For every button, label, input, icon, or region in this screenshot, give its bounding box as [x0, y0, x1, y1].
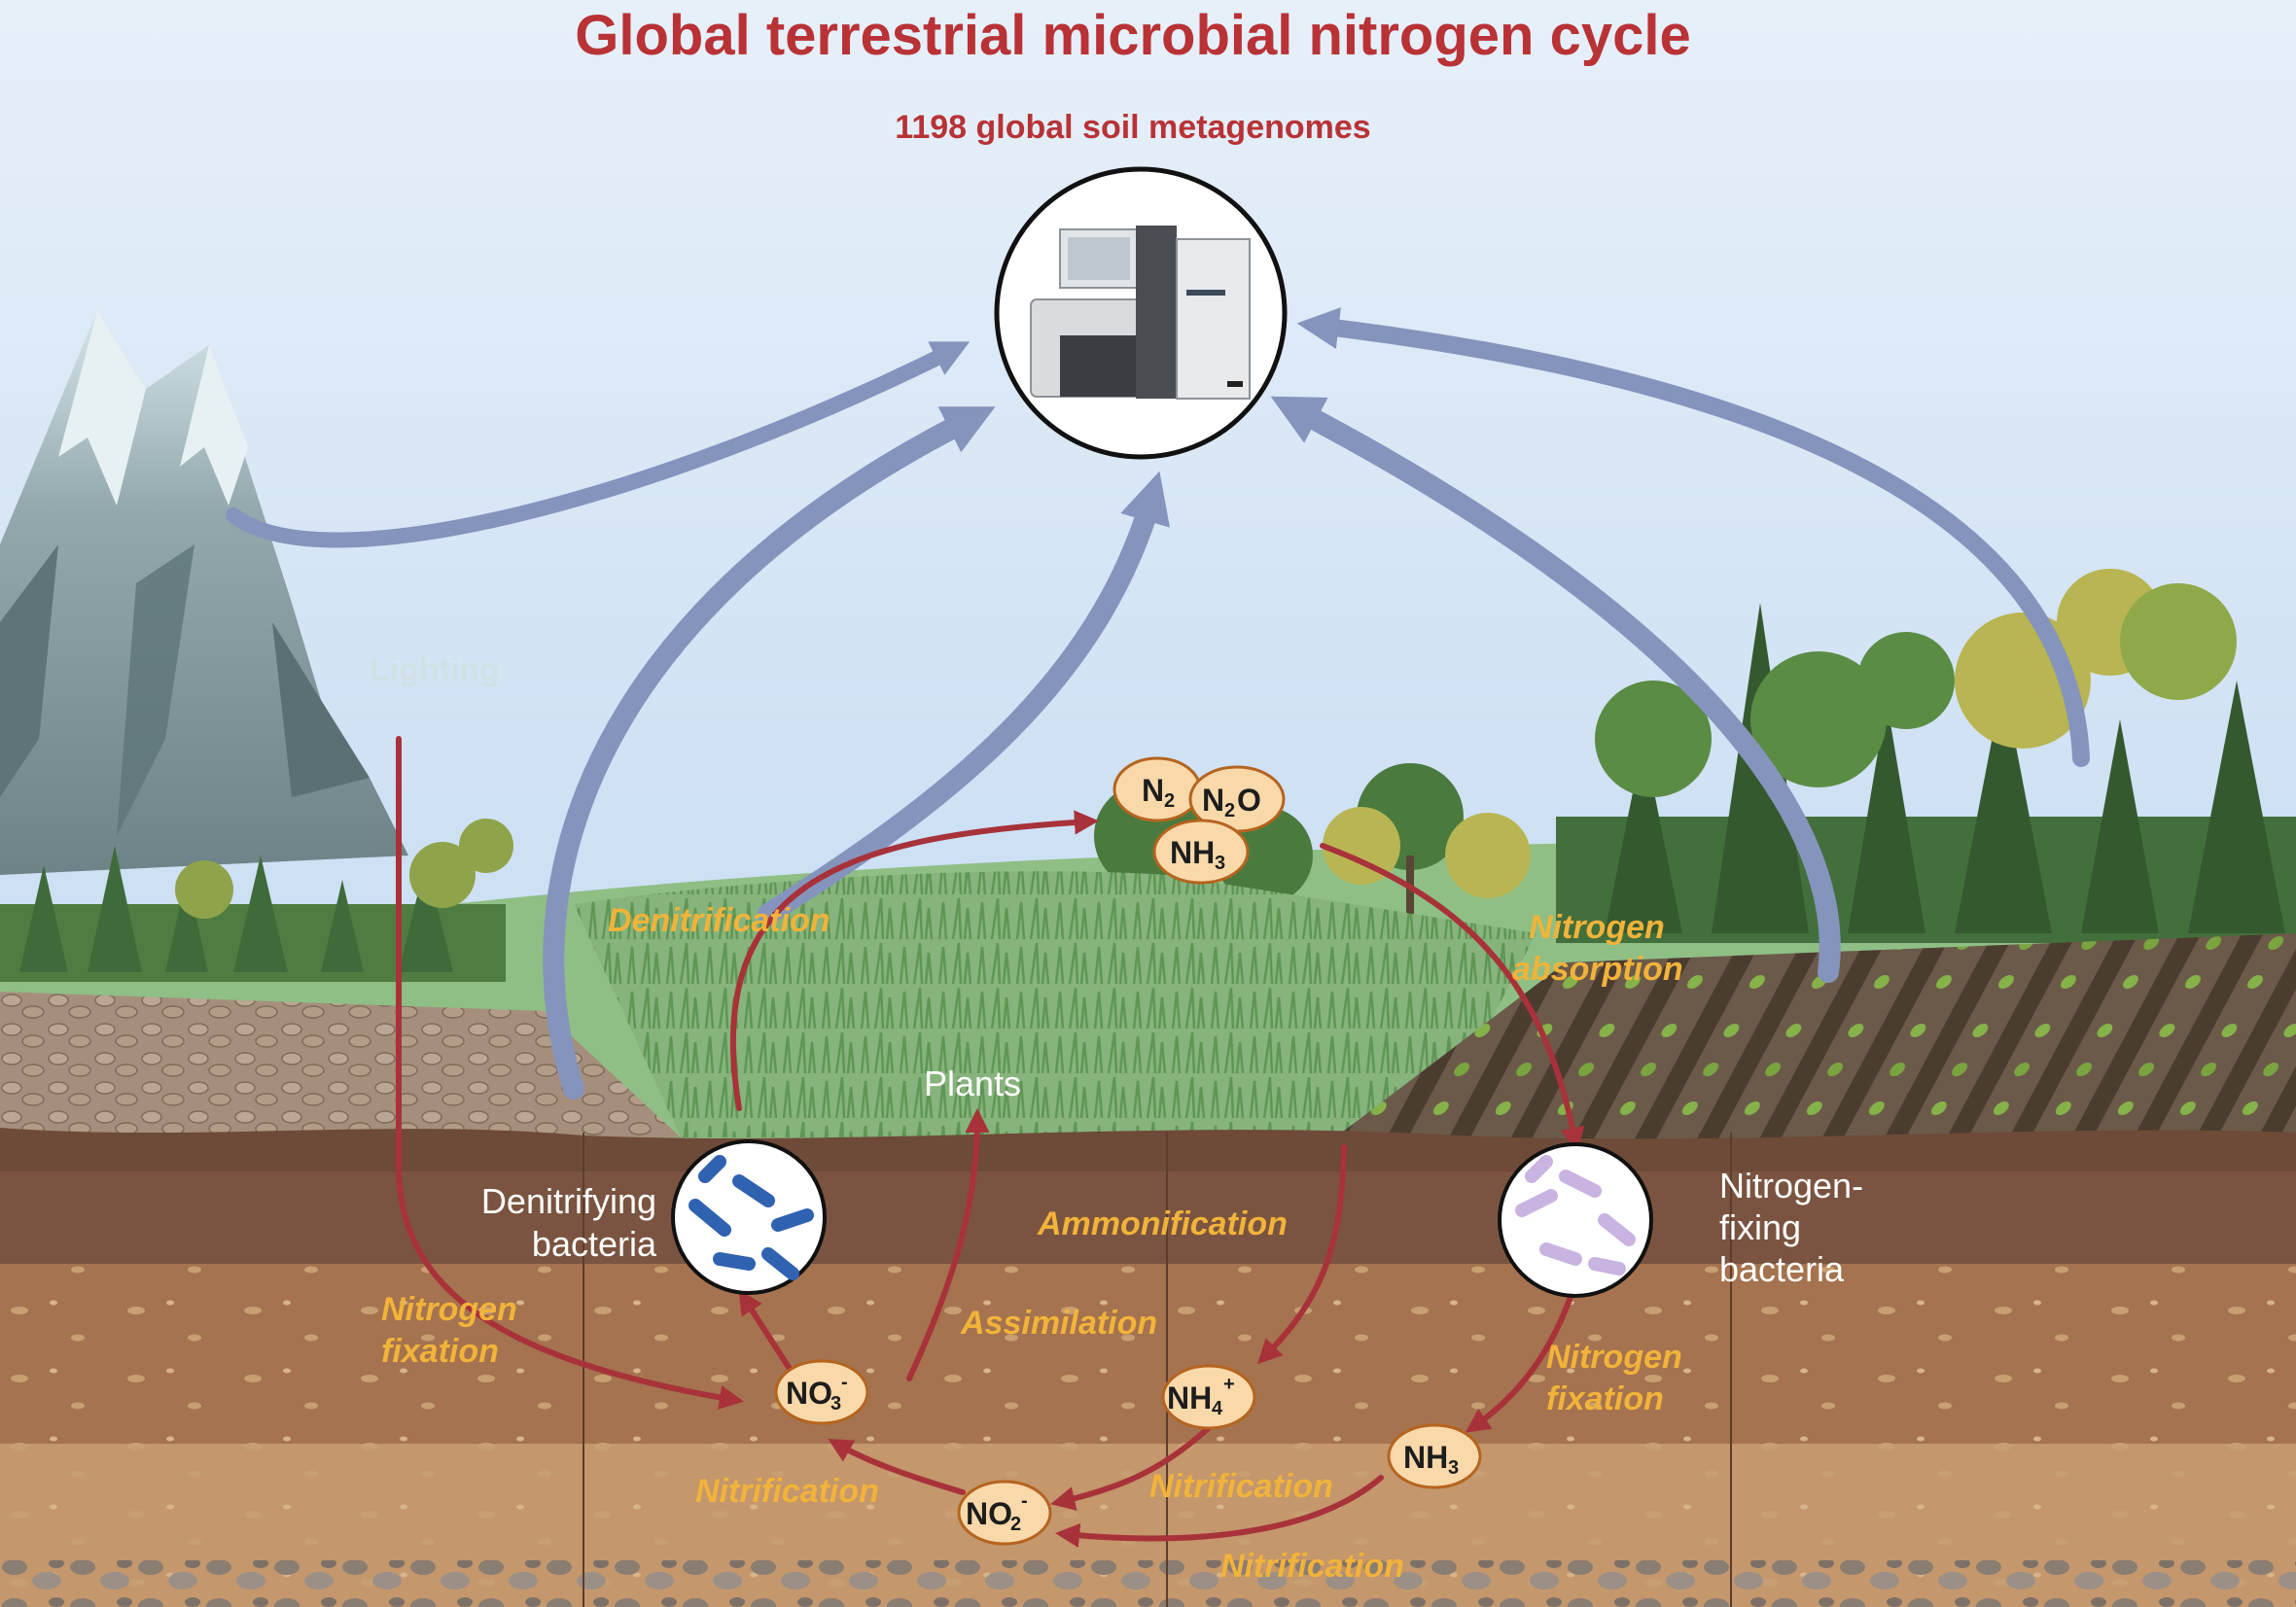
label-denitrifying-1: Denitrifying	[481, 1181, 656, 1221]
svg-text:2: 2	[1224, 800, 1235, 821]
svg-text:NO: NO	[966, 1496, 1012, 1531]
label-nitrogen-fixation-left-1: Nitrogen	[381, 1291, 517, 1328]
flow-arrow-barren	[543, 406, 996, 1100]
arrow-nitrification-no2	[828, 1439, 966, 1495]
label-denitrifying-2: bacteria	[532, 1224, 657, 1264]
forest-icon	[0, 569, 2296, 982]
arrow-nitrogen-absorption	[1320, 843, 1585, 1152]
svg-text:3: 3	[1215, 853, 1225, 874]
svg-text:2: 2	[1010, 1514, 1021, 1535]
sample-flow-arrows	[226, 307, 2090, 1100]
flow-arrow-forest	[1296, 307, 2090, 767]
label-nitrogen-fixing-3: bacteria	[1719, 1249, 1845, 1289]
svg-text:O: O	[1237, 783, 1261, 818]
label-nitrification-left: Nitrification	[695, 1473, 879, 1510]
label-ammonification: Ammonification	[1037, 1205, 1288, 1242]
compound-nh3-soil: NH 3	[1387, 1423, 1482, 1489]
svg-text:2: 2	[1164, 790, 1175, 812]
svg-text:-: -	[841, 1372, 848, 1393]
flow-arrow-cropland	[1270, 396, 1841, 983]
compound-nh4: NH 4 +	[1161, 1364, 1256, 1430]
svg-text:3: 3	[1448, 1457, 1459, 1479]
label-denitrification: Denitrification	[608, 902, 830, 939]
svg-text:NH: NH	[1403, 1440, 1448, 1475]
bare-soil-surface	[0, 992, 681, 1137]
label-nitrogen-fixation-left-2: fixation	[381, 1333, 499, 1370]
arrow-nitrogen-fixation-left	[396, 736, 744, 1410]
label-nitrogen-fixation-right-2: fixation	[1546, 1380, 1664, 1417]
label-nitrogen-absorption-2: absorption	[1512, 951, 1683, 988]
svg-text:+: +	[1223, 1374, 1235, 1395]
nitrogen-fixing-bacteria-icon	[1498, 1142, 1653, 1298]
flow-arrow-mountain	[226, 341, 971, 548]
sequencer-icon	[994, 166, 1288, 460]
label-nitrogen-fixing-1: Nitrogen-	[1719, 1166, 1863, 1205]
mountain-icon	[0, 311, 408, 875]
compound-no3: NO 3 -	[774, 1359, 869, 1425]
arrow-denitrification	[729, 810, 1100, 1111]
compound-n2: N 2	[1113, 756, 1202, 822]
label-nitrification-mid: Nitrification	[1149, 1468, 1333, 1505]
grassland-icon	[574, 871, 1537, 1137]
compound-no2: NO 2 -	[957, 1480, 1052, 1546]
svg-text:N: N	[1202, 783, 1224, 818]
label-nitrogen-absorption-1: Nitrogen	[1529, 909, 1665, 946]
svg-text:4: 4	[1212, 1398, 1223, 1419]
compound-nh3-top: NH 3	[1152, 819, 1250, 885]
arrow-to-denitrifying	[738, 1289, 793, 1372]
soil-profile	[0, 1128, 2296, 1607]
cycle-arrows	[396, 736, 1585, 1548]
arrow-nitrification-nh3	[1054, 1475, 1384, 1548]
svg-text:-: -	[1021, 1490, 1028, 1512]
arrow-nitrification-nh4	[1050, 1418, 1219, 1511]
svg-text:N: N	[1142, 773, 1164, 808]
svg-text:NO: NO	[786, 1376, 832, 1411]
label-nitrogen-fixing-2: fixing	[1719, 1207, 1801, 1247]
label-nitrification-bottom: Nitrification	[1220, 1548, 1404, 1585]
label-plants: Plants	[924, 1064, 1021, 1103]
page-title: Global terrestrial microbial nitrogen cy…	[575, 4, 1690, 67]
faint-lighting-label: Lighting	[370, 651, 500, 688]
denitrifying-bacteria-icon	[671, 1139, 827, 1295]
arrow-fixation-right	[1465, 1280, 1578, 1433]
compound-n2o: N 2 O	[1188, 765, 1286, 833]
label-nitrogen-fixation-right-1: Nitrogen	[1546, 1339, 1682, 1376]
arrow-ammonification	[1256, 1144, 1347, 1365]
svg-text:3: 3	[830, 1393, 841, 1415]
label-assimilation: Assimilation	[960, 1305, 1157, 1342]
svg-text:NH: NH	[1167, 1380, 1212, 1415]
arrow-assimilation	[906, 1107, 990, 1381]
svg-text:NH: NH	[1170, 835, 1215, 870]
subtitle: 1198 global soil metagenomes	[895, 109, 1370, 146]
